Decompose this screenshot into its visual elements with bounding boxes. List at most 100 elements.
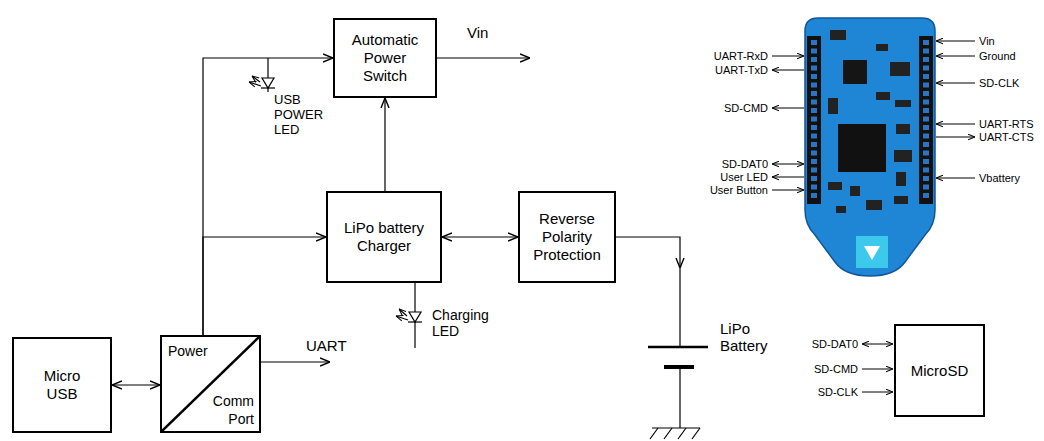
- led-symbol: [409, 312, 421, 322]
- header-hole: [811, 66, 817, 71]
- header-hole: [811, 193, 817, 198]
- header-hole: [811, 91, 817, 96]
- pin-arrow: [772, 70, 804, 71]
- pin-label: UART-RTS: [979, 118, 1034, 131]
- battery-plate: [664, 365, 694, 369]
- pin-arrow: [772, 190, 804, 191]
- header-hole: [811, 168, 817, 173]
- header-hole: [923, 159, 929, 164]
- header-hole: [923, 185, 929, 190]
- ground-symbol: [678, 428, 686, 439]
- component: [830, 30, 846, 40]
- pin-label: Ground: [979, 50, 1016, 63]
- pin-arrow: [772, 177, 804, 178]
- led-emission: [252, 76, 260, 82]
- uart-wire: [261, 361, 330, 362]
- component: [896, 124, 910, 134]
- header-hole: [923, 108, 929, 113]
- header-hole: [923, 134, 929, 139]
- connector: [112, 384, 160, 385]
- led-label: USB POWER LED: [274, 93, 324, 138]
- component: [828, 182, 842, 190]
- pin-label: SD-DAT0: [722, 158, 768, 171]
- header-hole: [923, 176, 929, 181]
- header-hole: [811, 142, 817, 147]
- component: [896, 172, 906, 186]
- pin-label: Vbattery: [979, 172, 1020, 185]
- ground-symbol: [692, 428, 700, 439]
- drawing-part: [249, 58, 708, 439]
- pin-arrow: [862, 344, 893, 345]
- pin-arrow: [862, 392, 893, 393]
- component: [890, 62, 910, 76]
- header-hole: [923, 125, 929, 130]
- battery-wire: [616, 237, 680, 268]
- component: [828, 98, 838, 114]
- connector: [203, 237, 326, 335]
- connector: [203, 58, 333, 335]
- header-hole: [923, 74, 929, 79]
- connector: [384, 98, 385, 191]
- component: [876, 92, 890, 100]
- pin-arrow: [936, 137, 975, 138]
- pin-label: User LED: [720, 171, 768, 184]
- component: [836, 206, 846, 213]
- node-text: Reverse Polarity Protection: [527, 210, 607, 264]
- component: [850, 186, 860, 196]
- header-hole: [923, 193, 929, 198]
- pin-label: SD-CLK: [818, 386, 858, 399]
- pin-arrow: [936, 124, 975, 125]
- header-hole: [811, 74, 817, 79]
- header-hole: [811, 100, 817, 105]
- charger-box: LiPo battery Charger: [326, 191, 442, 283]
- led-symbol: [262, 78, 274, 88]
- header-hole: [923, 151, 929, 156]
- pin-label: User Button: [710, 184, 768, 197]
- header-hole: [923, 83, 929, 88]
- pin-header: [807, 36, 821, 204]
- led-symbol: [408, 321, 422, 322]
- node-text: MicroSD: [911, 362, 969, 380]
- node-text: Automatic Power Switch: [346, 31, 424, 85]
- component: [895, 100, 911, 107]
- battery-plate: [648, 346, 708, 349]
- connector: [442, 236, 518, 237]
- component: [876, 44, 888, 51]
- header-hole: [811, 83, 817, 88]
- divider-line: [162, 337, 259, 431]
- header-hole: [923, 168, 929, 173]
- protection-box: Reverse Polarity Protection: [518, 191, 616, 283]
- header-hole: [923, 57, 929, 62]
- header-hole: [923, 66, 929, 71]
- board-illustration: [805, 18, 935, 276]
- header-hole: [923, 91, 929, 96]
- pin-header: [919, 36, 933, 204]
- header-hole: [811, 57, 817, 62]
- node-text: Power: [168, 342, 208, 360]
- header-hole: [811, 151, 817, 156]
- logo-mark: [864, 246, 880, 260]
- pin-arrow: [936, 41, 975, 42]
- pin-label: Vin: [979, 35, 995, 48]
- signal-label: Vin: [467, 24, 488, 41]
- header-hole: [811, 185, 817, 190]
- pin-label: SD-CLK: [979, 77, 1019, 90]
- header-hole: [811, 125, 817, 130]
- pin-label: UART-CTS: [979, 131, 1034, 144]
- component: [866, 200, 882, 210]
- led-emission: [396, 316, 408, 320]
- pin-label: UART-RxD: [714, 50, 768, 63]
- pin-arrow: [772, 108, 804, 109]
- header-hole: [923, 117, 929, 122]
- header-hole: [923, 49, 929, 54]
- signal-label: UART: [306, 337, 347, 354]
- led-label: Charging LED: [432, 307, 502, 339]
- pin-arrow: [936, 178, 975, 179]
- pin-label: UART-TxD: [715, 64, 768, 77]
- header-hole: [811, 49, 817, 54]
- header-hole: [811, 117, 817, 122]
- pin-arrow: [936, 83, 975, 84]
- pin-label: SD-CMD: [814, 363, 858, 376]
- ground-symbol: [650, 428, 658, 439]
- led-emission: [249, 82, 261, 86]
